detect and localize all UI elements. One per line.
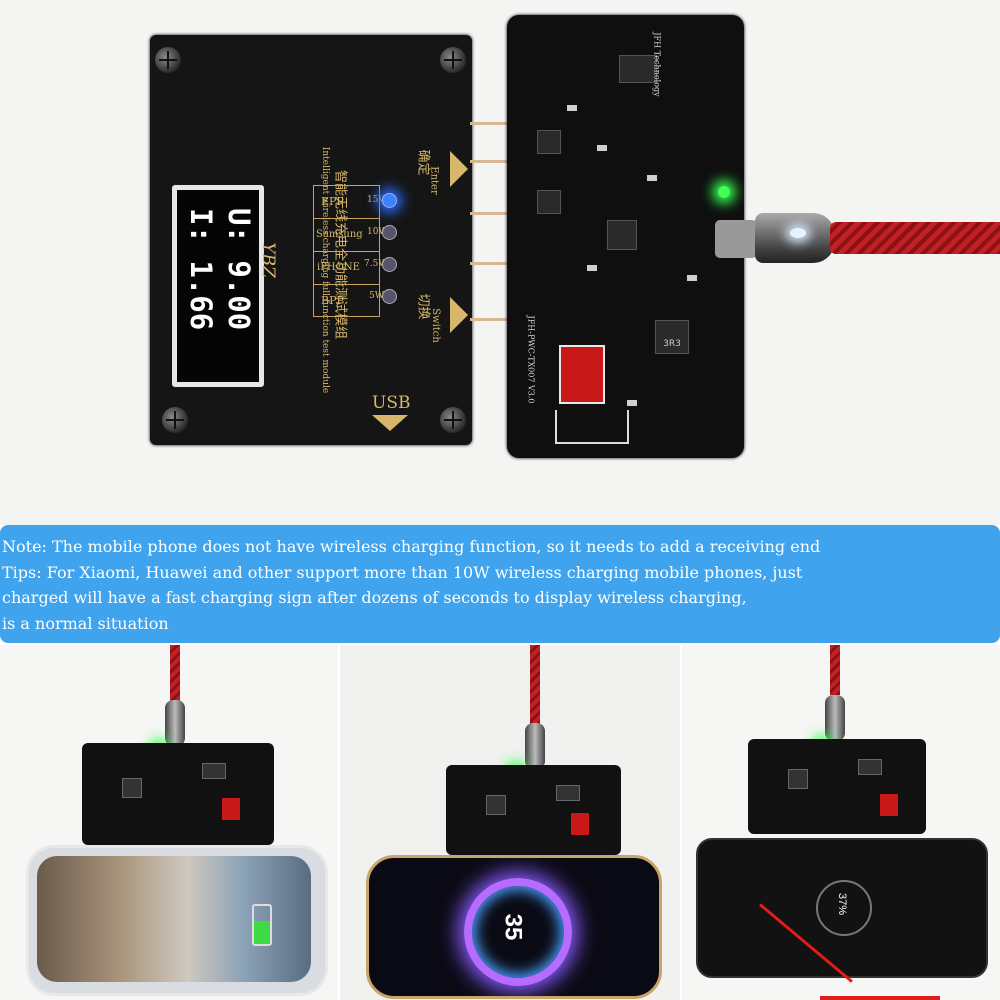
screw-icon	[162, 407, 188, 433]
oled-display: U: 9.00 I: 1.66	[172, 185, 264, 387]
enter-label-en: Enter	[428, 166, 440, 195]
mode-row-samsung: Samsung	[314, 219, 379, 252]
tips-line: is a normal situation	[2, 613, 169, 633]
current-readout: I: 1.66	[184, 208, 218, 331]
note-line: Note: The mobile phone does not have wir…	[2, 537, 821, 556]
oled-readout: U: 9.00 I: 1.66	[182, 208, 258, 398]
plug-light-icon	[790, 228, 806, 238]
coil-wire	[470, 318, 514, 321]
controller-pcb: 3R3 JFH-PWC-TX007 V3.0 JFH Technology	[507, 15, 744, 458]
controller-pcb	[446, 765, 621, 855]
controller-pcb	[82, 743, 274, 845]
tips-line: Tips: For Xiaomi, Huawei and other suppo…	[2, 562, 803, 582]
pcb-maker-text: JFH Technology	[652, 32, 662, 97]
mode-row-iphone: iPHONE	[314, 252, 379, 285]
smd-part	[687, 275, 697, 281]
usb-label: USB	[372, 393, 411, 413]
mode-watt-epp: 15W	[367, 195, 388, 205]
usb-c-plug	[165, 700, 185, 746]
chip	[537, 190, 561, 214]
mode-led-icon	[382, 257, 397, 272]
inductor-chip: 3R3	[655, 320, 689, 354]
charge-percent: 35	[499, 913, 527, 941]
switch-button-arrow-icon[interactable]	[450, 297, 468, 333]
switch-label-en: Switch	[429, 308, 441, 343]
usb-c-plug	[525, 723, 545, 769]
photo-iphone-charging	[0, 645, 338, 1000]
smd-part	[567, 105, 577, 111]
mode-row-epp: EPP	[314, 186, 379, 219]
coil-wire	[470, 122, 514, 125]
usb-c-plug	[825, 695, 845, 741]
test-module: U: 9.00 I: 1.66 YBZ 智能无线充电全功能测试模组 Intell…	[150, 35, 472, 445]
enter-button-arrow-icon[interactable]	[450, 151, 468, 187]
screw-icon	[440, 407, 466, 433]
pcb-model-text: JFH-PWC-TX007 V3.0	[526, 315, 536, 404]
coil-wire	[470, 262, 514, 265]
phone-screen	[37, 856, 311, 982]
mode-led-icon	[382, 193, 397, 208]
mode-row-bpp: BPP	[321, 294, 344, 307]
power-led-icon	[718, 186, 730, 198]
chip	[607, 220, 637, 250]
red-braided-cable	[830, 645, 840, 695]
coil-wire	[470, 212, 514, 215]
mode-watt-samsung: 10W	[367, 227, 388, 237]
red-braided-cable	[830, 222, 1000, 254]
phone-xiaomi: 35	[366, 855, 662, 999]
charging-ring-icon	[816, 880, 872, 936]
screw-icon	[440, 47, 466, 73]
mode-led-icon	[382, 225, 397, 240]
capacitor-red	[559, 345, 605, 404]
usb-c-port	[715, 220, 757, 258]
inductor-label: 3R3	[663, 339, 681, 349]
charge-percent: 37%	[836, 892, 849, 916]
battery-icon	[252, 904, 272, 946]
controller-pcb	[748, 739, 926, 834]
usb-arrow-icon	[372, 415, 408, 431]
pointer-bar	[820, 996, 940, 1000]
photo-samsung-charging: 37%	[682, 645, 1000, 1000]
tips-line: charged will have a fast charging sign a…	[2, 588, 747, 607]
red-braided-cable	[530, 645, 540, 725]
chip	[619, 55, 657, 83]
mode-watt-bpp: 5W	[369, 291, 384, 301]
mode-led-icon	[382, 289, 397, 304]
antenna-trace	[555, 410, 629, 444]
mode-table: EPP Samsung iPHONE BPP	[313, 185, 380, 317]
phone-iphone	[26, 845, 328, 996]
photo-xiaomi-charging: 35	[340, 645, 680, 1000]
red-braided-cable	[170, 645, 180, 705]
screw-icon	[155, 47, 181, 73]
smd-part	[627, 400, 637, 406]
mode-watt-iphone: 7.5W	[364, 259, 388, 269]
smd-part	[587, 265, 597, 271]
charging-ring-icon	[464, 878, 572, 986]
usb-c-plug	[755, 213, 835, 263]
coil-wire	[470, 160, 514, 163]
note-banner: Note: The mobile phone does not have wir…	[0, 525, 1000, 643]
brand-logo-text: YBZ	[257, 242, 278, 278]
voltage-readout: U: 9.00	[222, 208, 256, 331]
smd-part	[597, 145, 607, 151]
phone-samsung: 37%	[696, 838, 988, 978]
chip	[537, 130, 561, 154]
product-photo-top: U: 9.00 I: 1.66 YBZ 智能无线充电全功能测试模组 Intell…	[0, 0, 1000, 525]
smd-part	[647, 175, 657, 181]
